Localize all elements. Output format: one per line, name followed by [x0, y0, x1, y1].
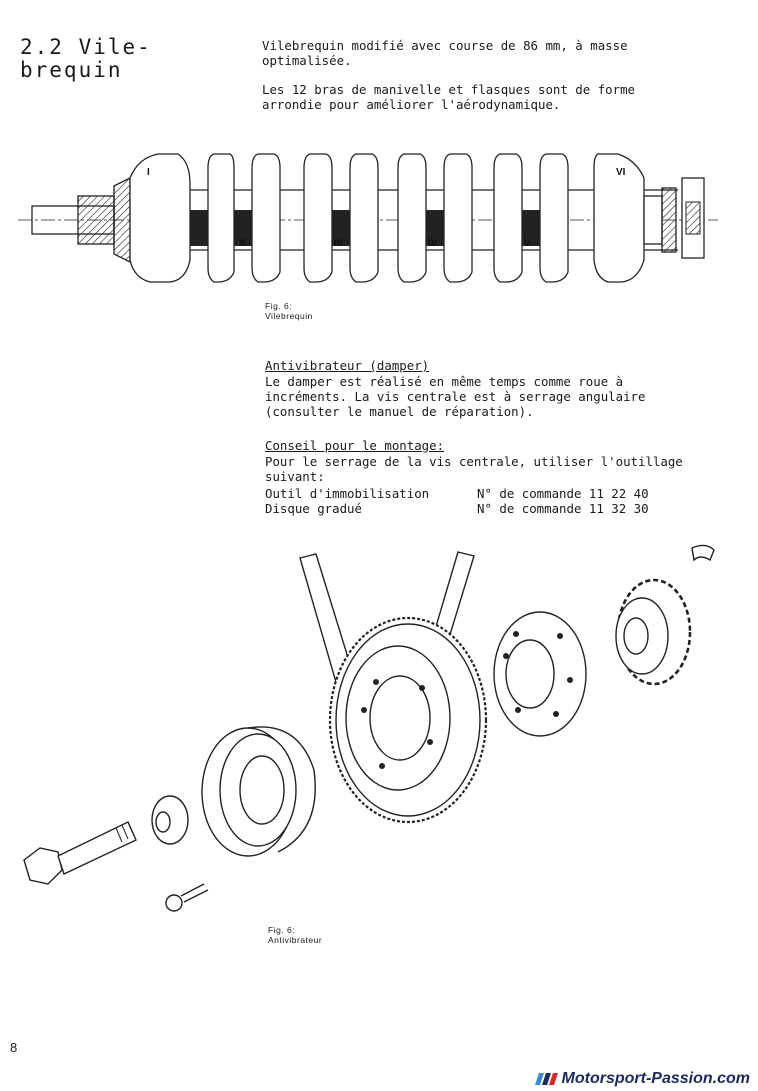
- brand-watermark: Motorsport-Passion.com: [534, 1070, 750, 1088]
- brand-text: Motorsport-Passion.com: [561, 1070, 750, 1087]
- figure-2-caption: Fig. 6: Antivibrateur: [268, 925, 323, 945]
- tool-ref: N° de commande 11 32 30: [477, 501, 649, 516]
- damper-exploded-figure: [23, 544, 715, 912]
- mounting-heading: Conseil pour le montage:: [265, 438, 445, 453]
- section-title: 2.2 Vile- brequin: [20, 35, 152, 82]
- tool-name: Outil d'immobilisation: [265, 486, 430, 501]
- crank-label-1: I: [147, 167, 150, 178]
- page-number: 8: [10, 1040, 18, 1055]
- crank-label-4: IV: [428, 238, 438, 249]
- crank-label-3: III: [334, 238, 343, 249]
- damper-heading: Antivibrateur (damper): [265, 358, 430, 373]
- figure-1-caption: Fig. 6: Vilebrequin: [265, 301, 313, 321]
- crank-label-6: VI: [616, 167, 626, 178]
- damper-body: Le damper est réalisé en même temps comm…: [265, 374, 646, 419]
- crank-label-5: V: [524, 238, 531, 249]
- tool-ref: N° de commande 11 22 40: [477, 486, 649, 501]
- mounting-body: Pour le serrage de la vis centrale, util…: [265, 454, 683, 484]
- intro-paragraph-1: Vilebrequin modifié avec course de 86 mm…: [262, 38, 628, 68]
- crank-label-2: II: [240, 238, 246, 249]
- crankshaft-figure: I II III IV V VI: [18, 153, 718, 283]
- brand-stripes-icon: [534, 1073, 558, 1085]
- intro-paragraph-2: Les 12 bras de manivelle et flasques son…: [262, 82, 635, 112]
- tool-name: Disque gradué: [265, 501, 362, 516]
